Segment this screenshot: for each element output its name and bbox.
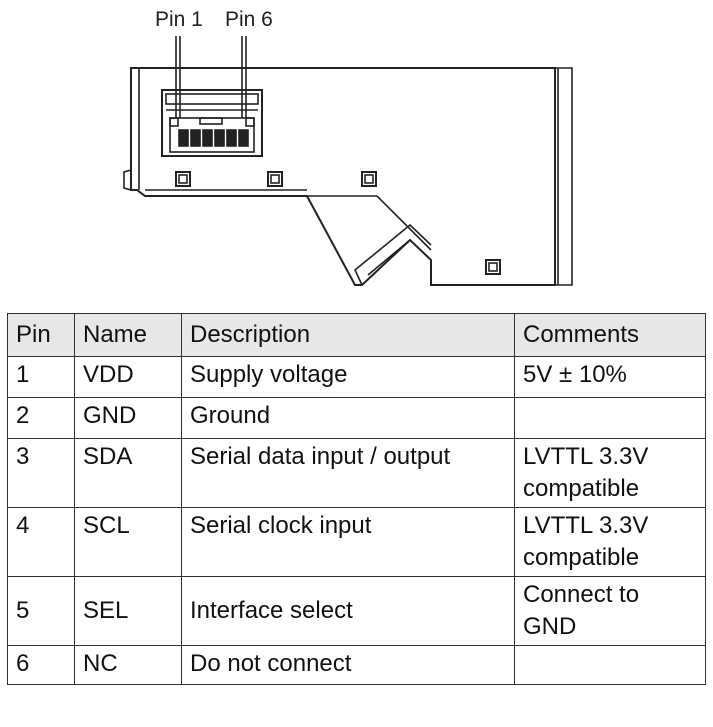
cell-comments [514,645,706,685]
cell-description: Interface select [181,576,515,646]
cell-pin: 6 [7,645,75,685]
cell-name: NC [74,645,182,685]
header-name: Name [74,313,182,357]
table-row: 2 GND Ground [7,397,706,439]
cell-description: Serial data input / output [181,438,515,508]
pin6-label: Pin 6 [225,8,273,31]
pin-table: Pin Name Description Comments 1 VDD Supp… [7,313,706,685]
table-row: 6 NC Do not connect [7,645,706,685]
cell-pin: 3 [7,438,75,508]
cell-description: Supply voltage [181,356,515,398]
table-header-row: Pin Name Description Comments [7,313,706,357]
cell-pin: 4 [7,507,75,577]
header-description: Description [181,313,515,357]
cell-description: Ground [181,397,515,439]
table-row: 3 SDA Serial data input / output LVTTL 3… [7,438,706,508]
cell-name: GND [74,397,182,439]
cell-pin: 1 [7,356,75,398]
cell-pin: 2 [7,397,75,439]
cell-pin: 5 [7,576,75,646]
pin1-label: Pin 1 [155,8,203,31]
cell-comments: 5V ± 10% [514,356,706,398]
cell-name: VDD [74,356,182,398]
table-row: 1 VDD Supply voltage 5V ± 10% [7,356,706,398]
cell-name: SCL [74,507,182,577]
sensor-diagram: Pin 1 Pin 6 [0,0,713,305]
cell-comments [514,397,706,439]
table-row: 5 SEL Interface select Connect to GND [7,576,706,646]
cell-comments: LVTTL 3.3V compatible [514,438,706,508]
header-comments: Comments [514,313,706,357]
cell-comments: LVTTL 3.3V compatible [514,507,706,577]
cell-description: Do not connect [181,645,515,685]
table-row: 4 SCL Serial clock input LVTTL 3.3V comp… [7,507,706,577]
cell-name: SEL [74,576,182,646]
cell-name: SDA [74,438,182,508]
cell-description: Serial clock input [181,507,515,577]
header-pin: Pin [7,313,75,357]
connector-drawing [123,36,573,286]
cell-comments: Connect to GND [514,576,706,646]
